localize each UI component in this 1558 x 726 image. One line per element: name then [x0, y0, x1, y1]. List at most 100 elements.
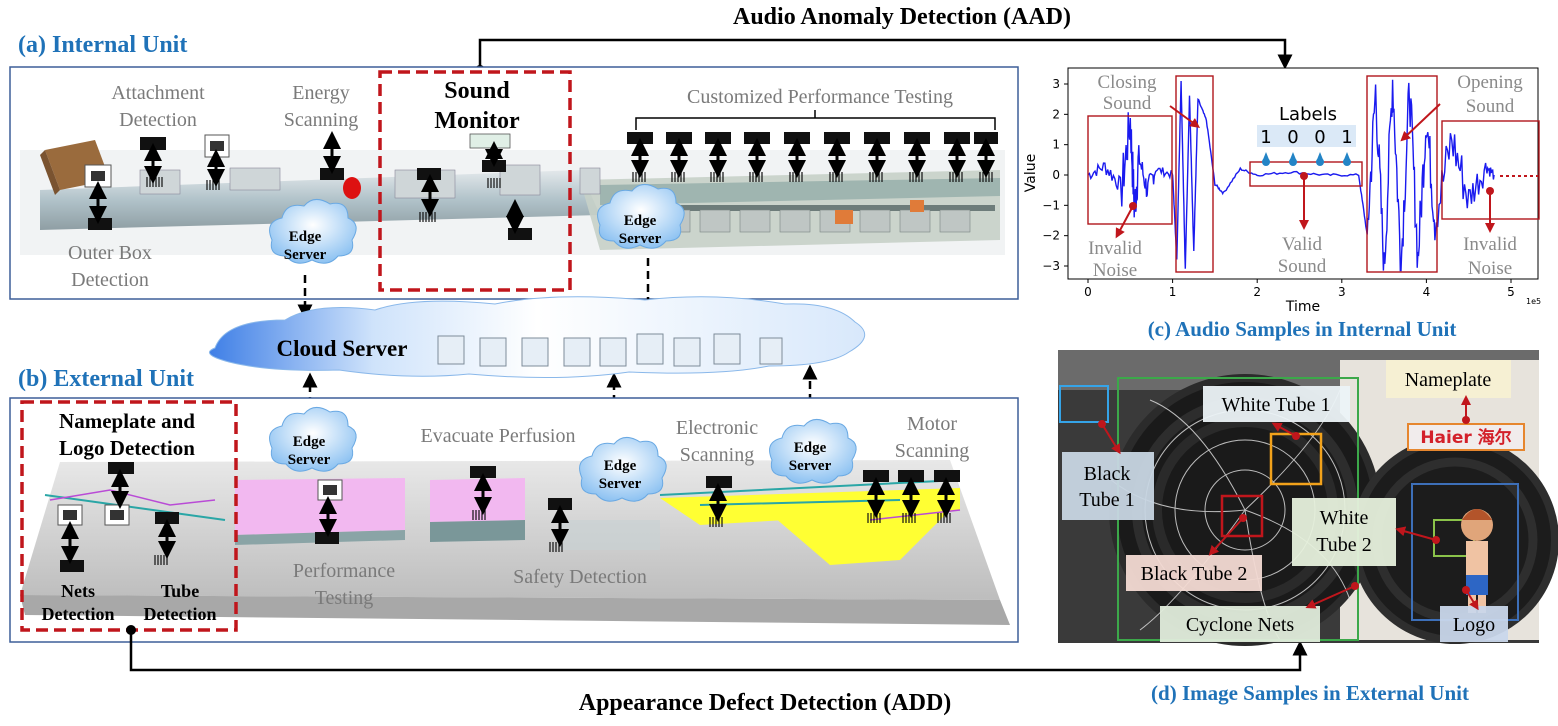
ytick-label: 1 — [1052, 138, 1060, 152]
cloud-server: Cloud Server — [208, 296, 865, 379]
label-nets-line2: Detection — [42, 604, 115, 624]
anno-valid-line1: Valid — [1282, 234, 1323, 255]
ytick-label: −1 — [1042, 198, 1060, 212]
xtick-label: 4 — [1423, 285, 1431, 299]
custom-bracket — [635, 110, 996, 130]
chip-black-tube-1-line1: Black — [1084, 463, 1131, 485]
image-panel: Haier 海尔 Nameplate White Tube 1 Black Tu… — [1058, 350, 1558, 646]
edge-server-external-2: Edge Server — [579, 437, 667, 502]
label-performance-line2: Testing — [315, 587, 374, 609]
anno-invalid-left-line2: Noise — [1093, 260, 1137, 281]
audio-ylabel: Value — [1023, 154, 1039, 192]
internal-arrows — [89, 131, 995, 234]
ytick-label: 0 — [1052, 168, 1060, 182]
label-electronic-line1: Electronic — [676, 417, 758, 439]
brand-text: Haier 海尔 — [1420, 427, 1511, 448]
svg-text:Edge: Edge — [794, 440, 827, 456]
svg-text:Server: Server — [599, 476, 642, 492]
label-energy-line1: Energy — [292, 82, 349, 104]
anno-valid-line2: Sound — [1278, 256, 1327, 277]
label-value-4: 1 — [1341, 127, 1352, 148]
cloud-server-label: Cloud Server — [277, 336, 408, 361]
svg-text:Edge: Edge — [293, 434, 326, 450]
label-outer-line2: Detection — [71, 269, 149, 291]
xtick-label: 1 — [1169, 285, 1177, 299]
external-unit-title: (b) External Unit — [18, 366, 194, 392]
chip-cyclone-nets: Cyclone Nets — [1186, 614, 1295, 636]
chip-white-tube-2-line1: White — [1320, 507, 1369, 529]
chip-white-tube-2-line2: Tube 2 — [1316, 534, 1371, 556]
label-attachment-line2: Detection — [119, 109, 197, 131]
anno-invalid-left-line1: Invalid — [1088, 238, 1142, 259]
sound-monitor-box — [378, 70, 572, 292]
audio-x-exponent: 1e5 — [1526, 297, 1541, 306]
label-value-1: 1 — [1260, 127, 1271, 148]
labels-title: Labels — [1279, 104, 1337, 125]
mascot-figure — [1461, 509, 1493, 613]
audio-xlabel: Time — [1285, 299, 1320, 315]
label-tube-line1: Tube — [161, 581, 199, 601]
label-custom: Customized Performance Testing — [687, 86, 953, 108]
nameplate-box — [1407, 423, 1525, 451]
label-value-3: 0 — [1314, 127, 1325, 148]
anno-invalid-right-line2: Noise — [1468, 258, 1512, 279]
aad-title: Audio Anomaly Detection (AAD) — [733, 4, 1071, 30]
svg-text:Edge: Edge — [604, 458, 637, 474]
audio-y-ticks: 3 2 1 0 −1 −2 −3 — [1042, 77, 1068, 273]
internal-unit-title: (a) Internal Unit — [18, 32, 187, 58]
edge-server-external-1: Edge Server — [269, 407, 357, 472]
black-tube-1-box — [1059, 385, 1109, 423]
svg-text:Server: Server — [789, 458, 832, 474]
chip-nameplate: Nameplate — [1405, 369, 1492, 391]
label-outer-line1: Outer Box — [68, 242, 152, 264]
svg-text:Server: Server — [284, 247, 327, 263]
chip-logo: Logo — [1453, 614, 1495, 636]
anno-closing-line2: Sound — [1103, 93, 1152, 114]
ytick-label: 3 — [1052, 77, 1060, 91]
image-caption: (d) Image Samples in External Unit — [1151, 681, 1469, 705]
xtick-label: 2 — [1253, 285, 1261, 299]
xtick-label: 5 — [1507, 285, 1515, 299]
label-attachment-line1: Attachment — [111, 82, 205, 104]
label-tube-line2: Detection — [144, 604, 217, 624]
xtick-label: 3 — [1338, 285, 1346, 299]
svg-text:Edge: Edge — [624, 213, 657, 229]
svg-text:Server: Server — [619, 231, 662, 247]
label-sound-line2: Monitor — [434, 108, 520, 134]
label-nameplate-line2: Logo Detection — [59, 436, 195, 460]
anno-closing-line1: Closing — [1097, 72, 1157, 93]
label-motor-line2: Scanning — [895, 440, 969, 462]
labels-badge-bg — [1257, 125, 1356, 147]
edge-server-external-3: Edge Server — [769, 419, 857, 484]
label-value-2: 0 — [1287, 127, 1298, 148]
anno-opening-line1: Opening — [1457, 72, 1523, 93]
svg-text:Edge: Edge — [289, 229, 322, 245]
external-arrows — [61, 469, 955, 564]
label-sound-line1: Sound — [444, 78, 510, 104]
ytick-label: 2 — [1052, 107, 1060, 121]
anno-invalid-right-line1: Invalid — [1463, 234, 1517, 255]
closing-sound-box — [1175, 75, 1214, 273]
aad-connector — [475, 38, 1293, 75]
label-electronic-line2: Scanning — [680, 444, 754, 466]
chip-black-tube-1-line2: Tube 1 — [1079, 489, 1134, 511]
label-safety: Safety Detection — [513, 566, 647, 588]
external-production-floor — [20, 460, 1010, 625]
label-motor-line1: Motor — [907, 413, 957, 435]
edge-server-internal-1: Edge Server — [269, 199, 357, 264]
chip-black-tube-2: Black Tube 2 — [1141, 563, 1248, 585]
ytick-label: −3 — [1042, 259, 1060, 273]
label-energy-line2: Scanning — [284, 109, 358, 131]
opening-sound-box — [1366, 75, 1438, 273]
label-performance-line1: Performance — [293, 560, 395, 582]
add-connector — [126, 625, 1308, 672]
label-nets-line1: Nets — [61, 581, 95, 601]
audio-signal-line — [1087, 79, 1495, 272]
ytick-label: −2 — [1042, 229, 1060, 243]
edge-server-internal-2: Edge Server — [597, 184, 685, 249]
add-title: Appearance Defect Detection (ADD) — [579, 690, 952, 716]
